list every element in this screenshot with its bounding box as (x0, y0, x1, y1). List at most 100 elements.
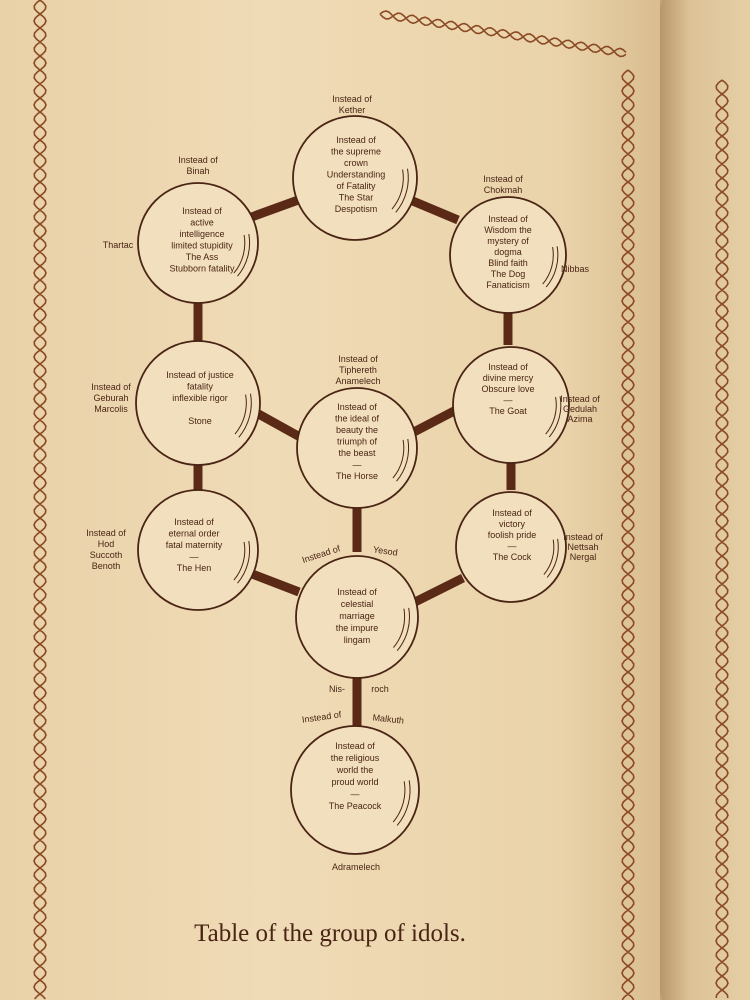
sheen-arc (545, 397, 557, 435)
node-hod-line: fatal maternity (166, 540, 223, 550)
node-hod-line: Instead of (174, 517, 214, 527)
circle-hod (137, 489, 259, 611)
label-binah_top: Binah (186, 166, 209, 176)
connector-kether-chokmah (406, 194, 460, 225)
sheen-arc (392, 439, 405, 479)
connector-kether-binah (244, 194, 303, 224)
label-geburah_left: Instead of (91, 382, 131, 392)
sheen-arc (396, 438, 410, 482)
node-malkuth-line: proud world (331, 777, 378, 787)
sheen-arc (392, 781, 406, 823)
node-nettsah-line: — (508, 541, 517, 551)
node-malkuth-line: The Peacock (329, 801, 382, 811)
circle-kether (292, 115, 418, 241)
node-chokmah-line: Blind faith (488, 258, 528, 268)
label-nettsah_right: Instead of (563, 532, 603, 542)
next-page-edge (662, 0, 750, 1000)
circle-sheens (233, 168, 562, 826)
node-kether-line: the supreme (331, 147, 381, 157)
node-tiphereth-line: The Horse (336, 471, 378, 481)
node-chokmah-line: Instead of (488, 214, 528, 224)
node-tiphereth-line: — (353, 460, 362, 470)
node-hod-line: — (190, 552, 199, 562)
label-chokmah_top: Instead of (483, 174, 523, 184)
label-tiphereth_top: Anamelech (335, 376, 380, 386)
node-geburah-line: Stone (188, 416, 212, 426)
node-kether-line: Instead of (336, 135, 376, 145)
sheen-arc (395, 168, 409, 213)
label-adramelech: Adramelech (332, 862, 380, 872)
label-malkuth-b: Malkuth (372, 712, 404, 725)
connectors (193, 194, 516, 727)
circle-malkuth (290, 725, 420, 855)
top-wavy-border (379, 10, 627, 58)
node-tiphereth-line: the ideal of (335, 414, 380, 424)
node-chokmah-line: The Dog (491, 269, 526, 279)
sheen-arc (543, 539, 555, 575)
node-binah-line: active (190, 218, 214, 228)
sheen-arc (548, 396, 562, 438)
node-tiphereth-line: Instead of (337, 402, 377, 412)
node-nettsah-line: The Cock (493, 552, 532, 562)
label-yesod-b: Yesod (372, 544, 398, 557)
node-gedulah-line: divine mercy (483, 373, 534, 383)
node-malkuth-line: world the (336, 765, 374, 775)
node-kether-line: Understanding (327, 170, 386, 180)
label-geburah_left: Marcolis (94, 404, 128, 414)
node-kether-line: The Star (339, 193, 374, 203)
node-gedulah-line: Instead of (488, 362, 528, 372)
label-gedulah_right: Gedulah (563, 404, 597, 414)
sheen-arc (396, 607, 410, 652)
label-nisroch-a: Nis- (329, 684, 345, 694)
node-hod-line: The Hen (177, 563, 212, 573)
sheen-arc (238, 393, 252, 438)
label-hod_left: Instead of (86, 528, 126, 538)
sheen-arc (233, 541, 246, 581)
node-geburah-line: inflexible rigor (172, 393, 228, 403)
circle-chokmah (449, 196, 567, 314)
circles (135, 115, 570, 855)
node-yesod-line: Instead of (337, 587, 377, 597)
sheen-arc (546, 538, 559, 578)
node-nettsah-line: foolish pride (488, 530, 537, 540)
sheen-arc (393, 608, 406, 648)
node-binah-line: Instead of (182, 206, 222, 216)
sheen-arc (237, 233, 251, 277)
node-binah-line: limited stupidity (171, 241, 233, 251)
label-nettsah_right: Nettsah (567, 542, 598, 552)
node-hod-line: eternal order (168, 529, 219, 539)
sheen-arc (391, 169, 404, 210)
node-nettsah-line: Instead of (492, 508, 532, 518)
node-nettsah-line: victory (499, 519, 526, 529)
node-binah-line: Stubborn fatality (169, 264, 235, 274)
caption: Table of the group of idols. (194, 920, 466, 947)
node-gedulah-line: — (504, 395, 513, 405)
node-tiphereth-line: beauty the (336, 425, 378, 435)
label-tiphereth_top: Tiphereth (339, 365, 377, 375)
node-kether-line: Despotism (335, 204, 378, 214)
label-tiphereth_top: Instead of (338, 354, 378, 364)
node-tiphereth-line: the beast (338, 448, 376, 458)
sheen-arc (396, 780, 411, 826)
label-hod_left: Hod (98, 539, 115, 549)
sheen-arc (545, 246, 559, 288)
circle-binah (137, 182, 259, 304)
label-binah_top: Instead of (178, 155, 218, 165)
node-kether-line: crown (344, 158, 368, 168)
circle-nettsah (455, 491, 567, 603)
node-binah-line: The Ass (186, 252, 219, 262)
node-geburah-line: Instead of justice (166, 370, 234, 380)
circle-gedulah (452, 346, 570, 464)
sheen-arc (233, 234, 246, 274)
label-chokmah_top: Chokmah (484, 185, 523, 195)
label-geburah_left: Geburah (93, 393, 128, 403)
connector-hod-yesod (245, 567, 301, 597)
node-malkuth-line: the religious (331, 753, 380, 763)
node-yesod-line: the impure (336, 623, 379, 633)
left-wavy-border (33, 0, 47, 1000)
label-hod_left: Benoth (92, 561, 121, 571)
node-binah-line: intelligence (179, 229, 224, 239)
